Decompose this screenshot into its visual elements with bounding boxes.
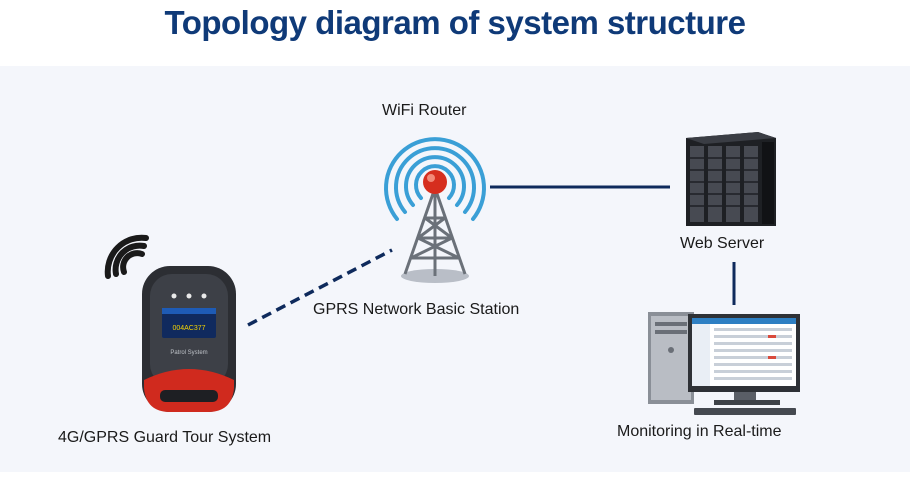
desktop-computer-icon xyxy=(648,312,800,415)
device-brand-text: Patrol System xyxy=(170,350,207,356)
wifi-tower-icon xyxy=(384,137,486,283)
device-screen-text: 004AC377 xyxy=(172,325,205,332)
monitor-label: Monitoring in Real-time xyxy=(617,423,782,440)
guard-tour-device-icon: 004AC377 Patrol System xyxy=(104,234,236,412)
router-label: WiFi Router xyxy=(382,102,467,119)
device-signal-icon xyxy=(104,234,149,279)
station-label: GPRS Network Basic Station xyxy=(313,301,520,318)
device-station-wireless-link xyxy=(247,248,393,327)
server-rack-icon xyxy=(686,132,776,226)
device-label: 4G/GPRS Guard Tour System xyxy=(58,429,272,446)
diagram-title: Topology diagram of system structure xyxy=(164,4,747,41)
server-label: Web Server xyxy=(680,235,765,252)
